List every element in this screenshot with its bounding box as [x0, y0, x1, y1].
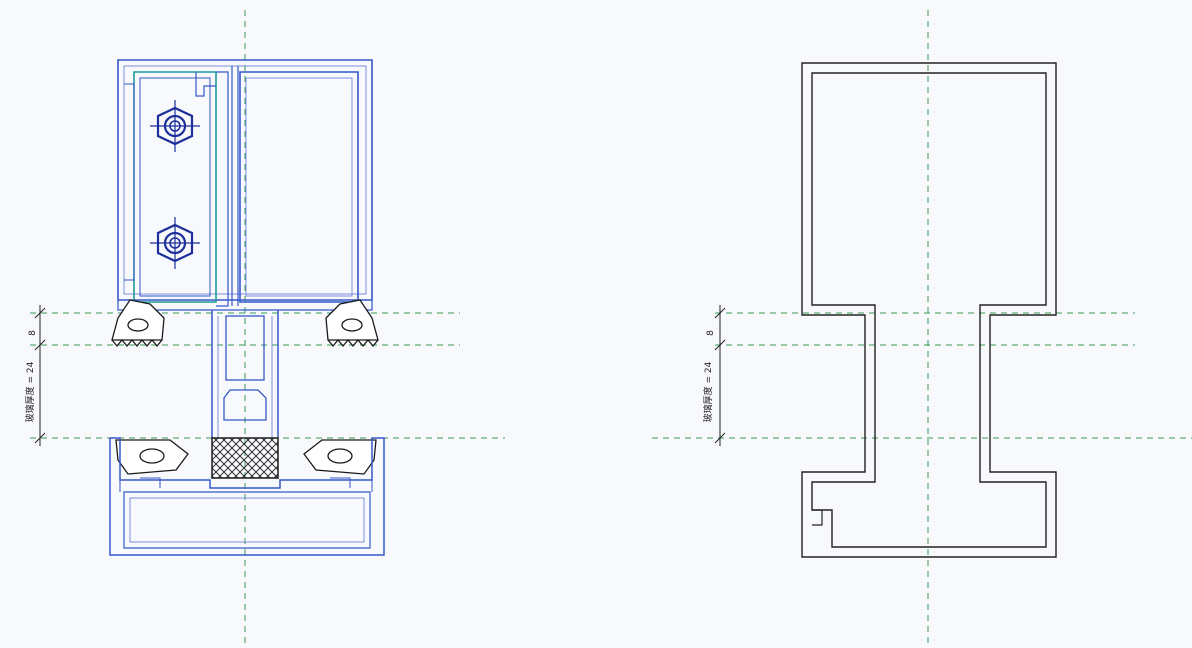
- left-mullion-stem: [211, 310, 279, 438]
- right-dimension-markers: [714, 305, 726, 446]
- right-lower-gasket: [303, 439, 377, 475]
- left-insert-block: [124, 71, 229, 307]
- left-pressure-cap: [109, 437, 385, 556]
- right-reference-lines: [652, 312, 1192, 439]
- left-spacer-block: [211, 437, 279, 479]
- right-glass-thickness-label: 玻璃厚度 = 24: [702, 361, 714, 422]
- left-section-drawing: 8 玻璃厚度 = 24: [24, 10, 505, 644]
- left-gap-dimension: 8: [28, 330, 38, 336]
- left-glass-thickness-label: 玻璃厚度 = 24: [24, 361, 36, 422]
- right-gap-dimension: 8: [706, 330, 716, 336]
- bolt-icon: [150, 217, 200, 269]
- right-profile-outline: [801, 62, 1057, 558]
- right-profile-lip: [812, 509, 823, 526]
- right-upper-gasket: [325, 299, 379, 348]
- left-dimension-markers: [34, 305, 46, 446]
- bolt-icon: [150, 100, 200, 152]
- left-upper-gasket: [111, 299, 165, 348]
- left-reference-lines: [30, 312, 505, 439]
- left-mullion-profile: [117, 59, 373, 311]
- left-lower-gasket: [115, 439, 189, 475]
- right-section-drawing: 8 玻璃厚度 = 24: [652, 10, 1192, 644]
- right-profile-inner-outline: [811, 72, 1047, 548]
